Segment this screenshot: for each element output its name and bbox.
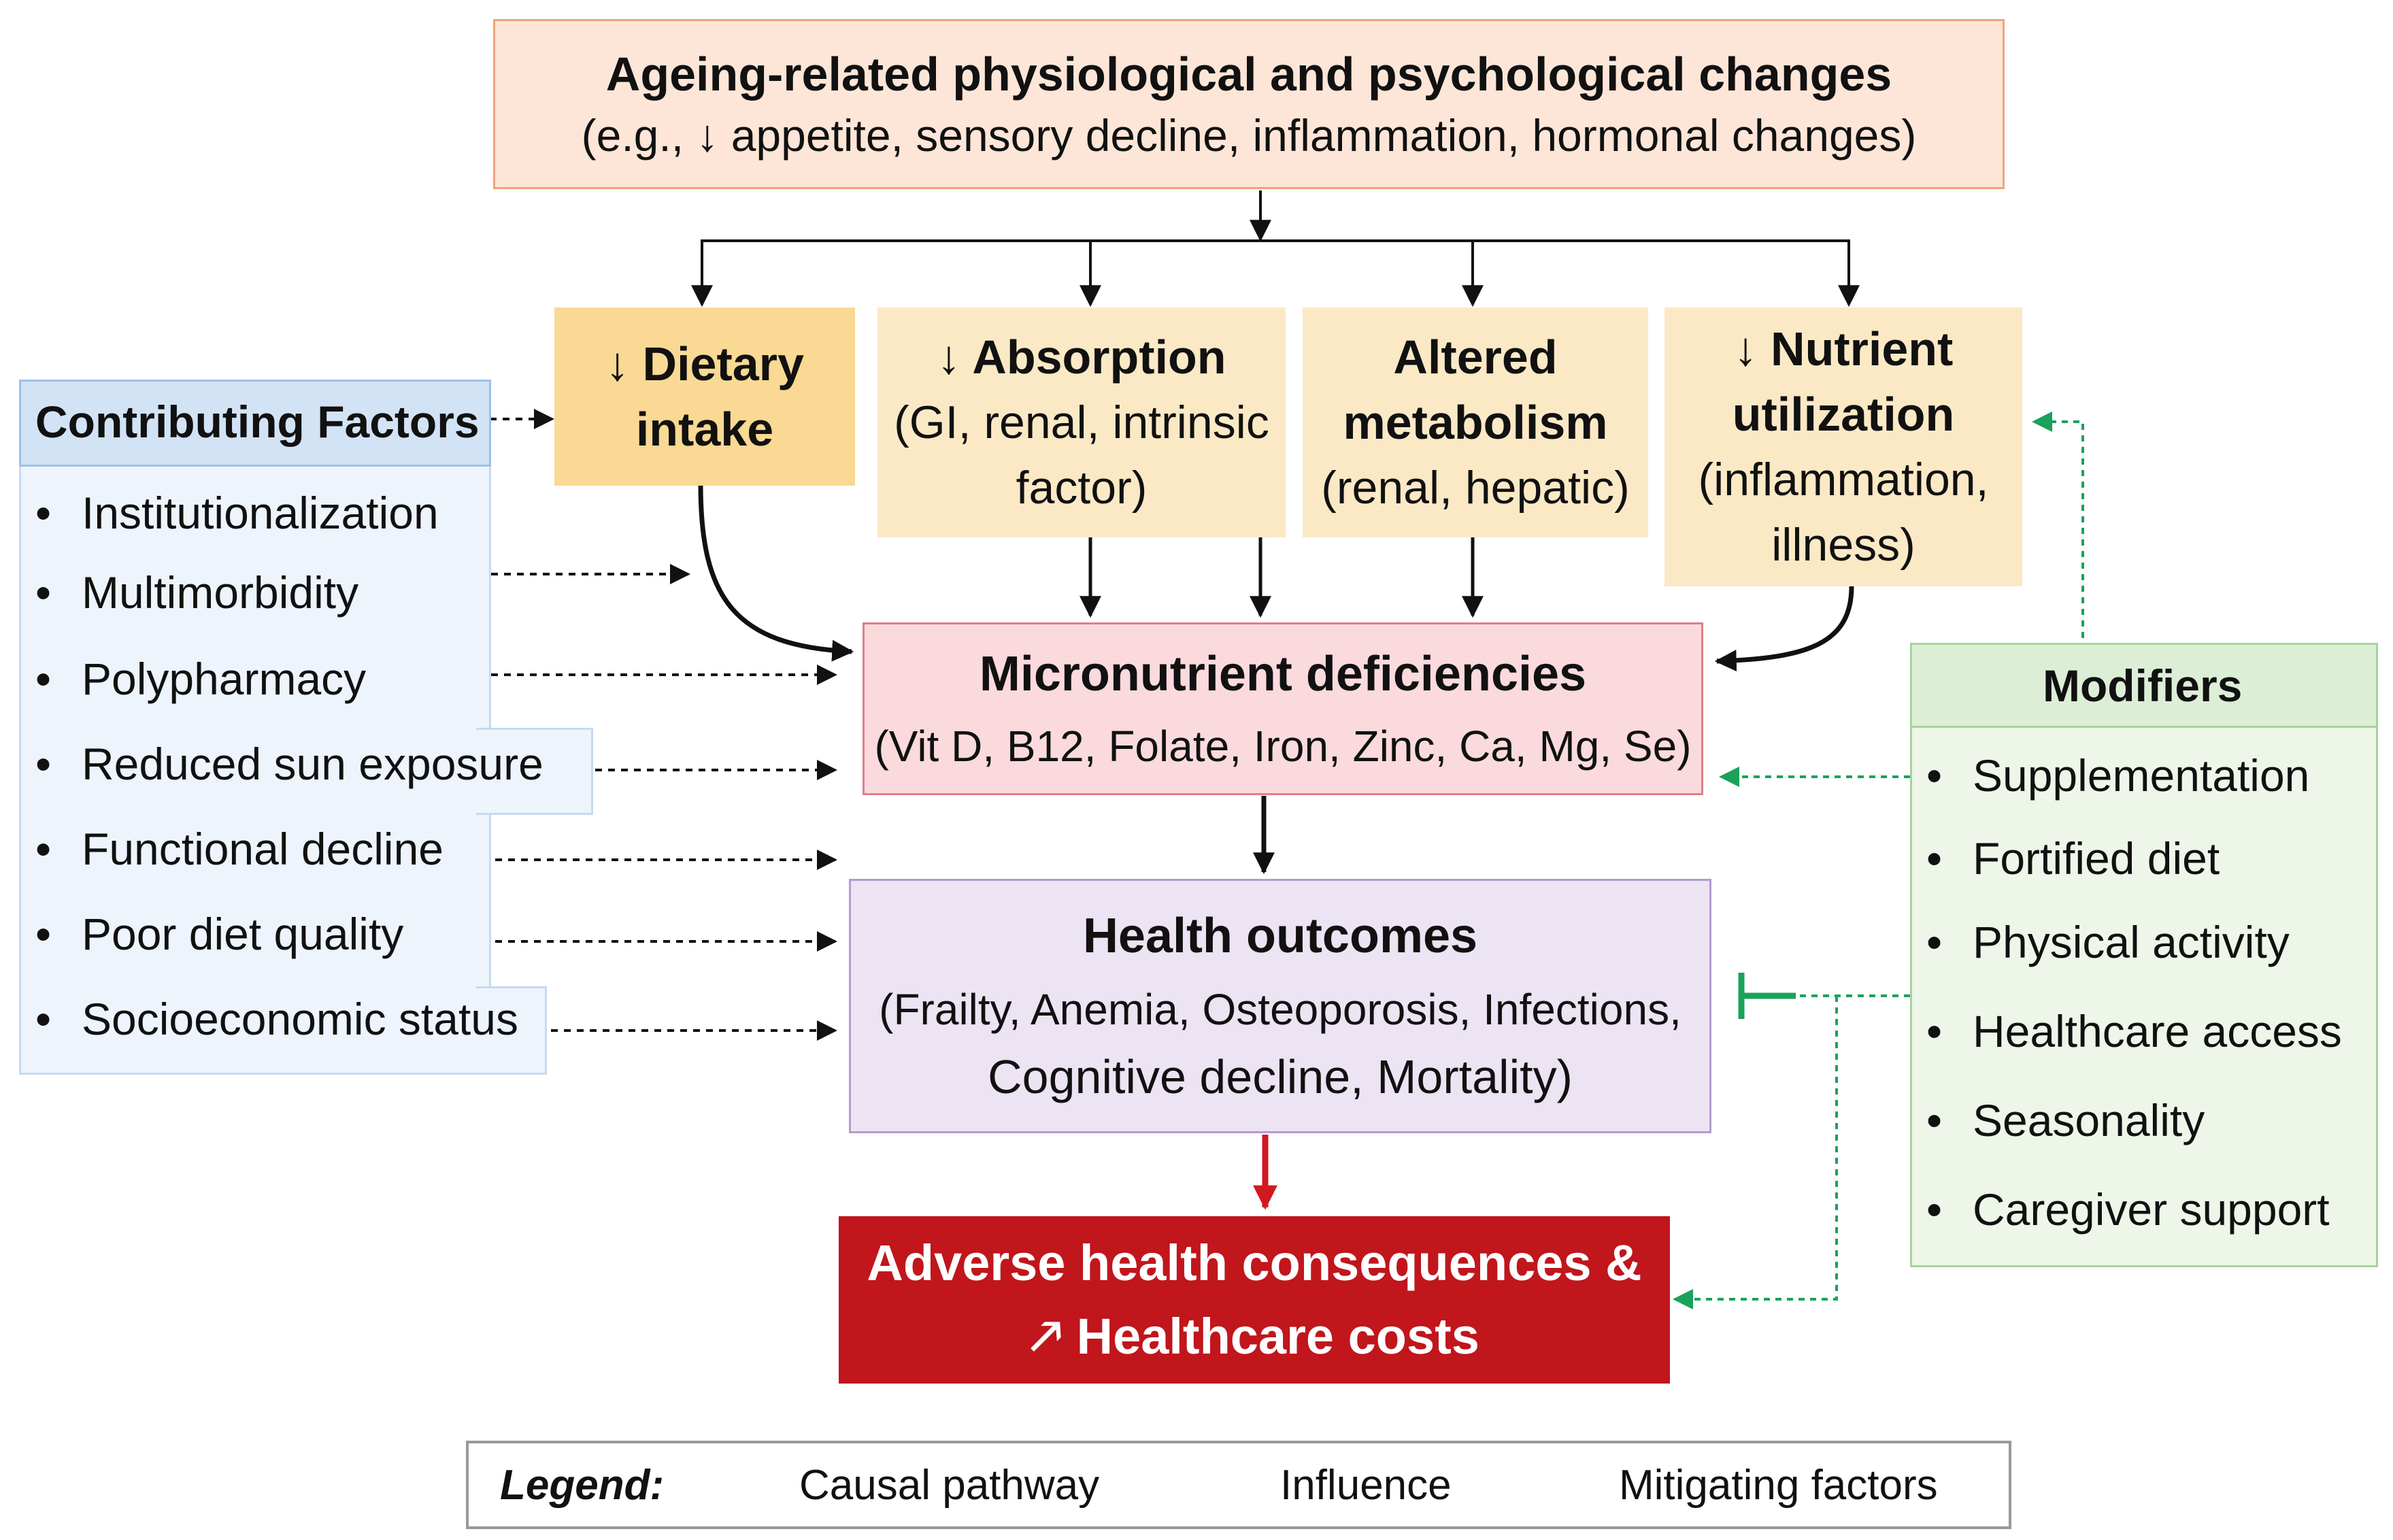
bullet-icon: • [1926,833,1943,884]
altered-metabolism-detail: (renal, hepatic) [1321,462,1630,514]
modifier-item-label: Supplementation [1973,750,2310,801]
health-outcomes-detail1: (Frailty, Anemia, Osteoporosis, Infectio… [879,985,1681,1034]
bullet-icon: • [1926,750,1943,801]
influence-arrows [490,409,837,1041]
contributing-item-label: Poor diet quality [82,909,404,959]
contributing-item: • Socioeconomic status [35,993,518,1045]
mitigating-tbar [1738,973,1796,1019]
contributing-item: • Multimorbidity [35,567,358,618]
micronutrient-deficiencies-box: Micronutrient deficiencies (Vit D, B12, … [863,622,1703,795]
contributing-item-label: Functional decline [82,824,444,874]
micronutrient-title: Micronutrient deficiencies [979,647,1587,701]
contributing-factors-header-bg [19,380,491,467]
absorption-detail1: (GI, renal, intrinsic [894,397,1269,448]
contributing-item-label: Institutionalization [82,488,439,538]
contributing-item-label: Multimorbidity [82,567,359,618]
modifiers-header-bg [1910,643,2378,728]
bullet-icon: • [35,739,52,789]
modifier-item: • Caregiver support [1926,1184,2330,1235]
contributing-factors-header: Contributing Factors [35,397,480,447]
adverse-line1: Adverse health consequences & [867,1235,1642,1291]
nutrient-utilization-detail2: illness) [1771,519,1915,571]
legend-label: Legend: [500,1462,665,1509]
bullet-icon: • [1926,1184,1943,1235]
nutrient-utilization-line1: ↓ Nutrient [1733,322,1954,375]
ageing-changes-box: Ageing-related physiological and psychol… [493,19,2005,189]
bullet-icon: • [35,909,52,959]
modifier-item-label: Seasonality [1973,1095,2205,1145]
legend-influence-label: Influence [1280,1462,1452,1509]
modifier-item: • Supplementation [1926,750,2309,801]
dietary-intake-line2: intake [635,403,774,456]
absorption-detail2: factor) [1016,462,1148,514]
dietary-intake-line1: ↓ Dietary [605,337,804,390]
bullet-icon: • [35,488,52,538]
nutrient-utilization-detail1: (inflammation, [1698,454,1989,505]
bullet-icon: • [1926,917,1943,967]
contributing-item: • Polypharmacy [35,653,366,705]
bullet-icon: • [35,994,52,1044]
contributing-factors-panel [19,380,491,1075]
legend-box [466,1441,2011,1529]
bullet-icon: • [35,824,52,874]
nutrient-utilization-line2: utilization [1732,388,1955,441]
legend-mitigating-label: Mitigating factors [1619,1462,1938,1509]
health-outcomes-title: Health outcomes [1082,909,1478,963]
dietary-intake-box: ↓ Dietary intake [554,307,855,486]
contributing-item-label: Polypharmacy [82,654,367,704]
nutrient-utilization-box: ↓ Nutrient utilization (inflammation, il… [1664,307,2022,586]
absorption-box: ↓ Absorption (GI, renal, intrinsic facto… [877,307,1286,537]
modifier-item-label: Healthcare access [1973,1006,2342,1056]
adverse-consequences-box: Adverse health consequences & 🡕 Healthca… [839,1216,1670,1384]
altered-metabolism-box: Altered metabolism (renal, hepatic) [1303,307,1648,537]
contributing-item: • Institutionalization [35,487,439,539]
modifier-item: • Seasonality [1926,1094,2205,1146]
altered-metabolism-line2: metabolism [1343,396,1608,449]
contributing-item-label: Reduced sun exposure [82,739,543,789]
modifier-item-label: Fortified diet [1973,833,2220,884]
ageing-changes-subtitle: (e.g., ↓ appetite, sensory decline, infl… [581,110,1917,161]
bullet-icon: • [1926,1006,1943,1056]
modifiers-header: Modifiers [2043,660,2243,711]
modifier-item-label: Physical activity [1973,917,2290,967]
contributing-factors-panel-ext [476,728,593,815]
contributing-factors-panel-ext2 [476,986,547,1075]
contributing-item: • Poor diet quality [35,908,403,960]
modifier-item-label: Caregiver support [1973,1184,2330,1235]
modifier-item: • Healthcare access [1926,1005,2342,1057]
modifier-item: • Fortified diet [1926,833,2220,884]
altered-metabolism-line1: Altered [1393,331,1558,384]
legend-causal-label: Causal pathway [799,1462,1100,1509]
bullet-icon: • [35,654,52,704]
absorption-title: ↓ Absorption [937,331,1226,384]
micronutrient-detail: (Vit D, B12, Folate, Iron, Zinc, Ca, Mg,… [874,722,1692,771]
contributing-item: • Reduced sun exposure [35,738,543,790]
bullet-icon: • [35,567,52,618]
health-outcomes-detail2: Cognitive decline, Mortality) [988,1050,1573,1103]
modifier-item: • Physical activity [1926,916,2290,968]
bullet-icon: • [1926,1095,1943,1145]
top-distribution-arrows [691,190,1860,307]
health-outcomes-box: Health outcomes (Frailty, Anemia, Osteop… [849,879,1711,1133]
contributing-item: • Functional decline [35,823,444,875]
causal-arrows-to-micronutrient [698,484,1854,875]
adverse-line2: 🡕 Healthcare costs [1029,1308,1479,1365]
ageing-changes-title: Ageing-related physiological and psychol… [605,48,1892,101]
contributing-item-label: Socioeconomic status [82,994,518,1044]
